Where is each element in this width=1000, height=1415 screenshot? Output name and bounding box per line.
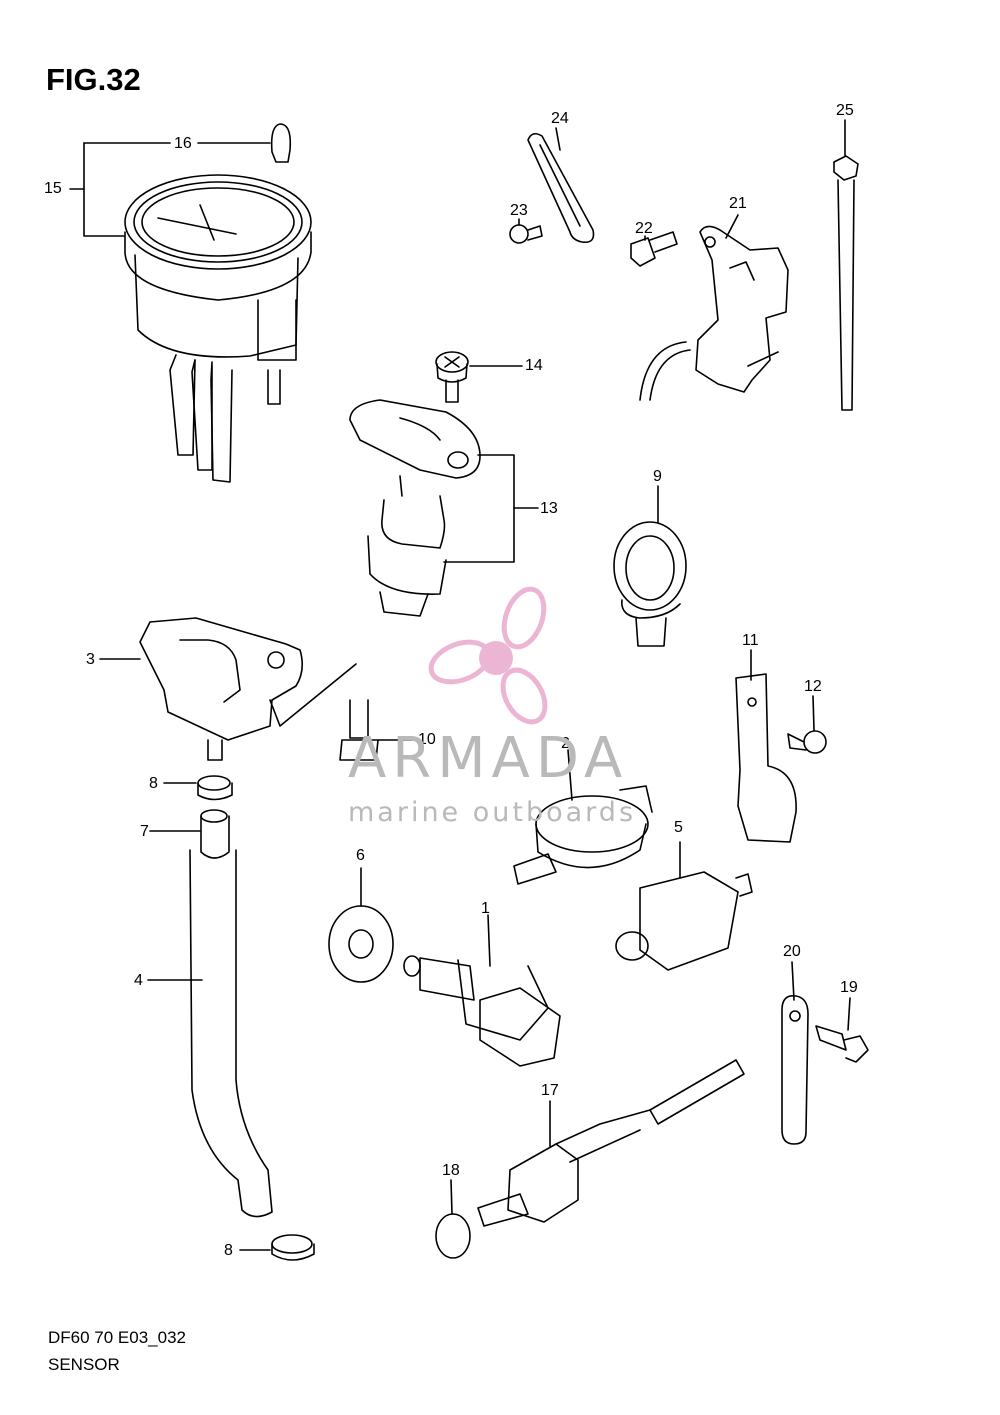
callout-1: 1: [481, 900, 490, 917]
screw-23: [509, 224, 543, 244]
callout-24: 24: [551, 110, 569, 127]
callout-10: 10: [418, 731, 436, 748]
watermark-logo: [428, 586, 548, 725]
footer-code: DF60 70 E03_032: [48, 1328, 186, 1347]
callout-23: 23: [510, 202, 528, 219]
hose-clip-lower: [271, 1234, 315, 1261]
gauge-meter: [124, 174, 312, 483]
callout-9: 9: [653, 468, 662, 485]
callout-6: 6: [356, 847, 365, 864]
hose-4: [189, 849, 273, 1218]
callout-21: 21: [729, 195, 747, 212]
temp-sender-17: [477, 1059, 745, 1227]
callout-14: 14: [525, 357, 543, 374]
callout-16: 16: [174, 135, 192, 152]
callout-17: 17: [541, 1082, 559, 1099]
temp-sensor-1: [403, 955, 561, 1067]
pressure-sensor-2: [513, 785, 653, 885]
callout-25: 25: [836, 102, 854, 119]
callout-20: 20: [783, 943, 801, 960]
map-sensor-3: [139, 617, 304, 761]
callout-11: 11: [742, 632, 759, 649]
callout-15: 15: [44, 180, 62, 197]
bracket-11: [735, 673, 797, 843]
watermark-brand: ARMADA: [348, 726, 629, 791]
clamp-9: [613, 521, 687, 647]
callout-13: 13: [540, 500, 558, 517]
o-ring-18: [435, 1213, 471, 1259]
footer-label: SENSOR: [48, 1355, 120, 1374]
screw-14: [435, 351, 469, 403]
trim-sensor-21: [639, 225, 789, 401]
callout-2: 2: [561, 735, 570, 752]
callout-5: 5: [674, 819, 683, 836]
washer-6: [328, 905, 394, 983]
bulb: [270, 123, 292, 163]
stay: [527, 132, 595, 244]
cable-tie-25: [833, 155, 859, 411]
hose-clip-upper: [197, 775, 233, 801]
callout-18: 18: [442, 1162, 460, 1179]
speed-sensor-13: [349, 399, 481, 617]
figure-title: FIG.32: [46, 62, 141, 97]
callout-8-upper: 8: [149, 775, 158, 792]
callout-22: 22: [635, 220, 653, 237]
callout-7: 7: [140, 823, 149, 840]
oil-pressure-switch-5: [615, 871, 753, 971]
callout-12: 12: [804, 678, 822, 695]
clip-20: [781, 994, 809, 1145]
bolt-19: [815, 1025, 869, 1063]
callout-19: 19: [840, 979, 858, 996]
hose-7: [200, 809, 230, 859]
watermark-tagline: marine outboards: [348, 797, 637, 828]
screw-12: [787, 730, 827, 754]
callout-8-lower: 8: [224, 1242, 233, 1259]
callout-4: 4: [134, 972, 143, 989]
bolt-10: [339, 699, 379, 761]
callout-3: 3: [86, 651, 95, 668]
bolt-22: [630, 231, 678, 267]
